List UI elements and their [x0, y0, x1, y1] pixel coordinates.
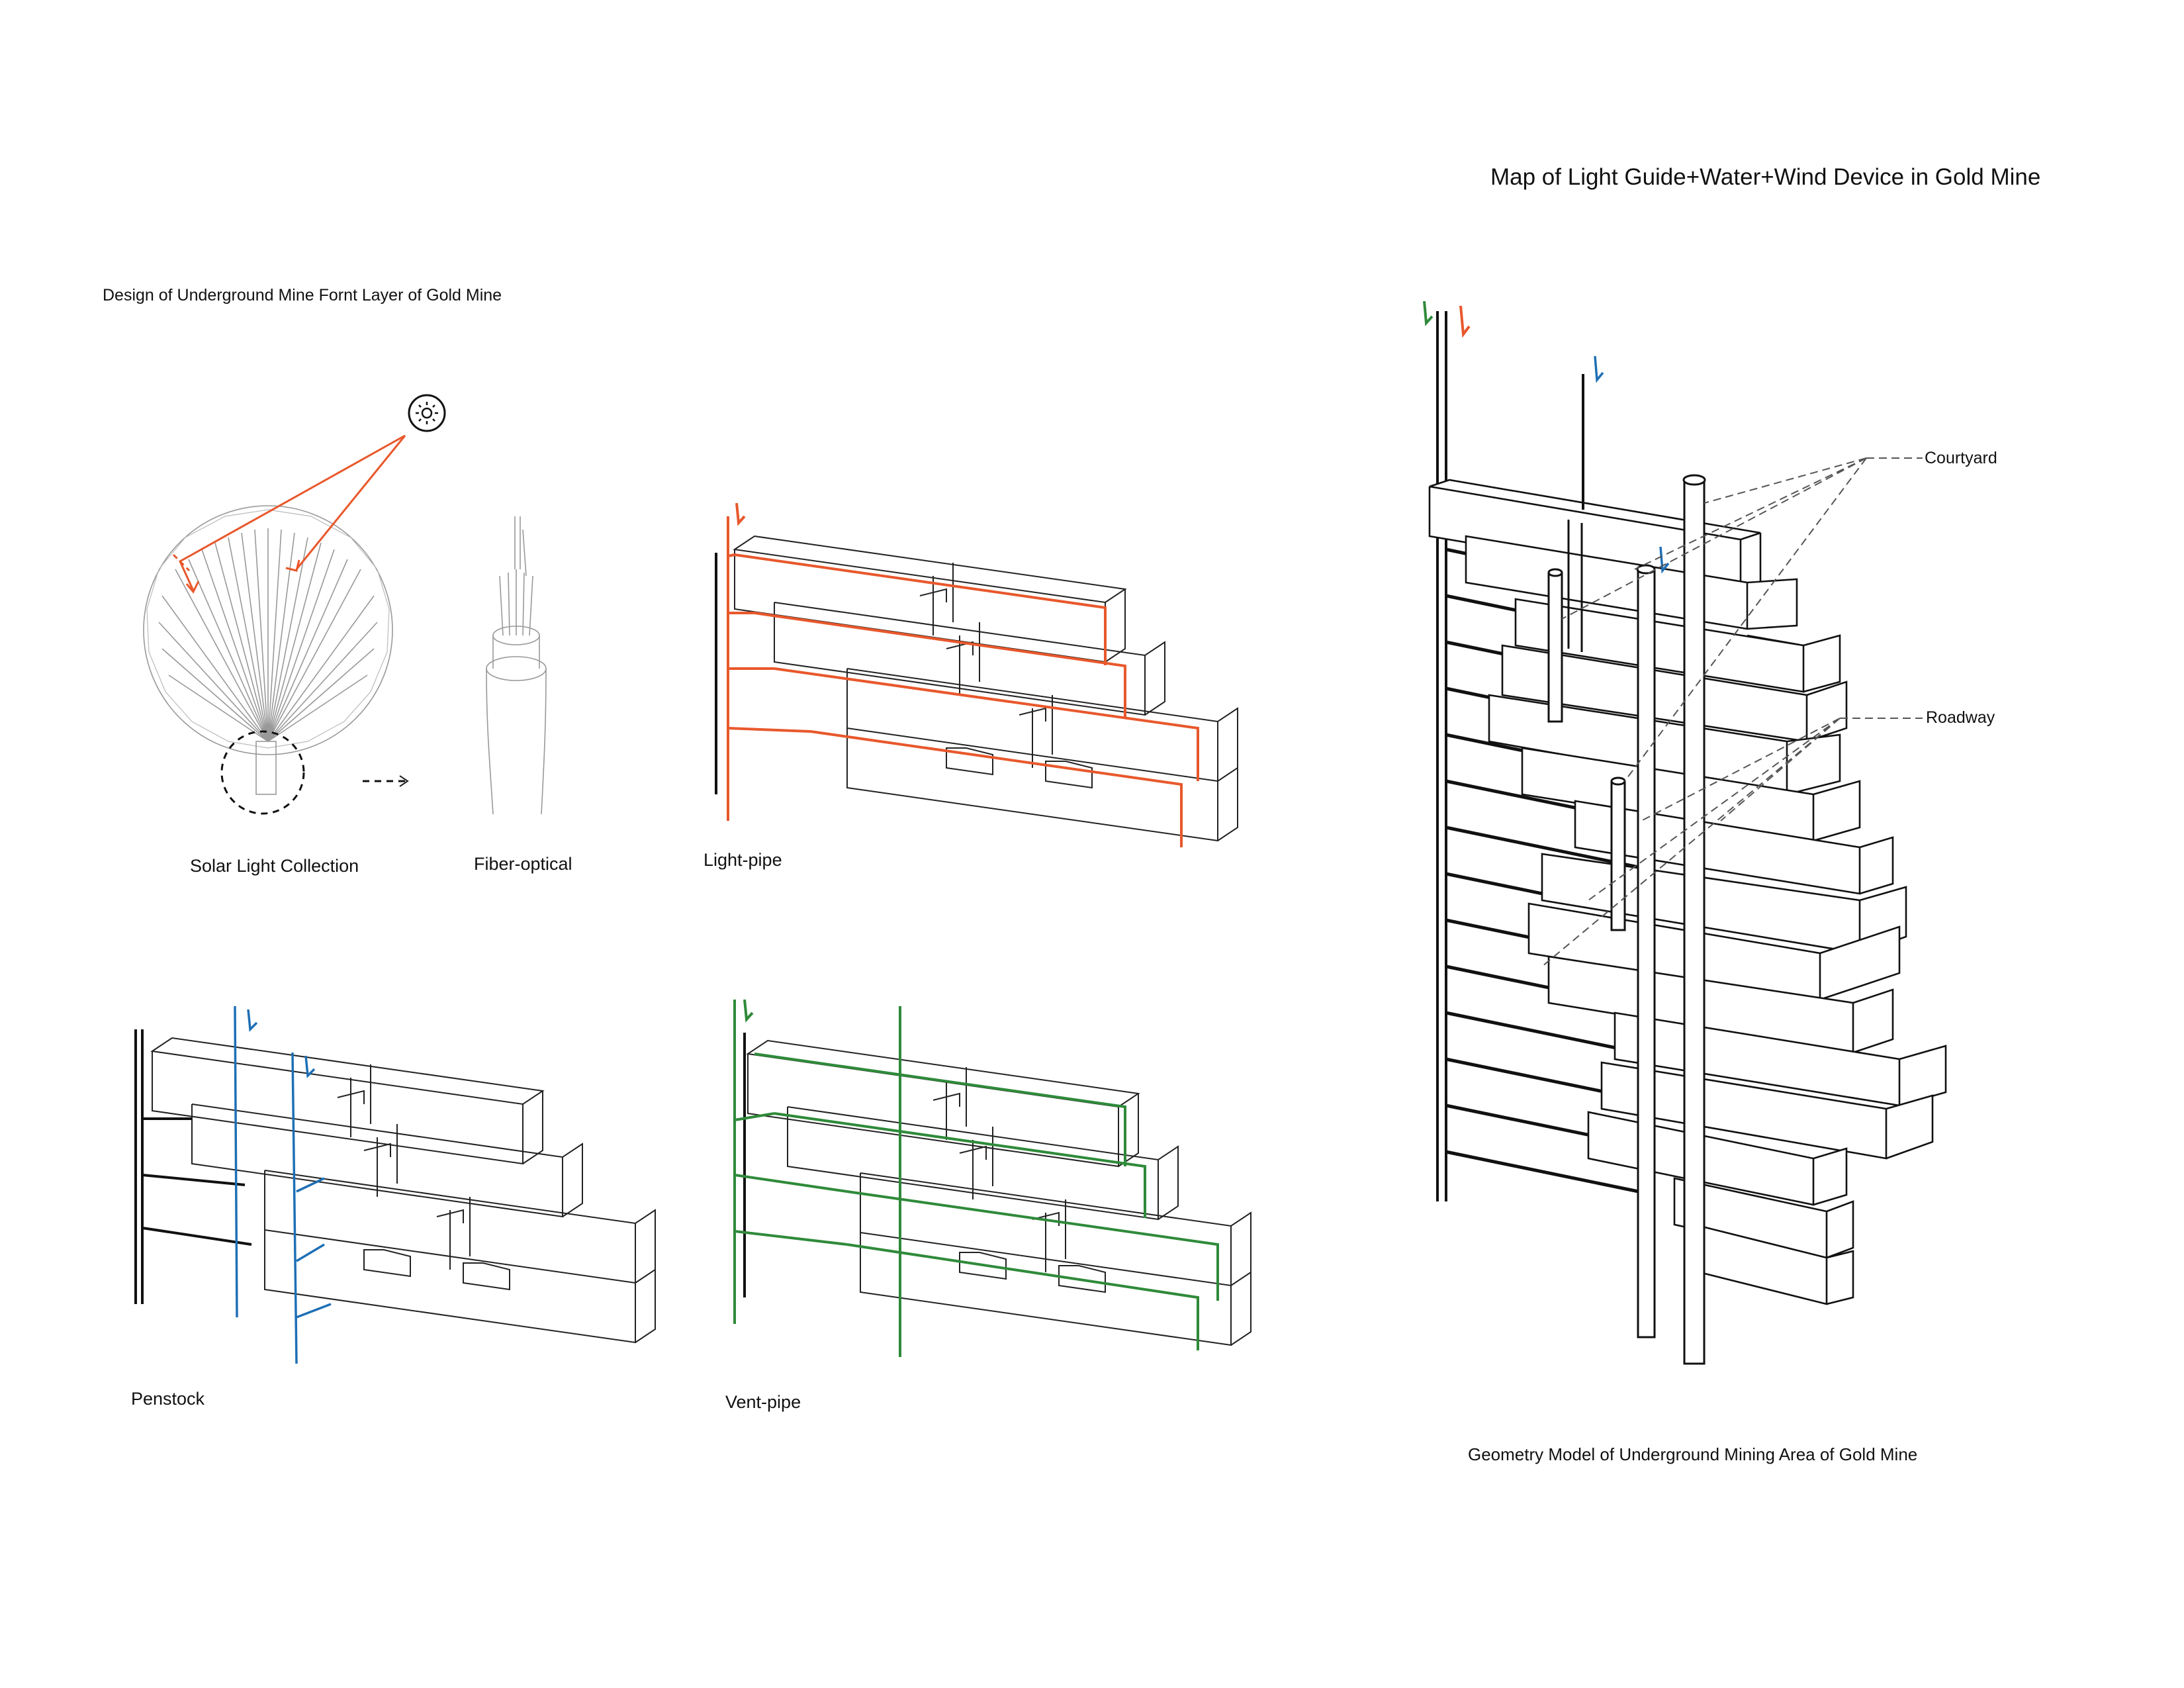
sun-icon [408, 394, 446, 432]
light-pipe-drawing [715, 502, 1238, 847]
geometry-model-drawing [1423, 301, 1947, 1365]
caption-light-pipe: Light-pipe [704, 850, 782, 870]
caption-penstock: Penstock [131, 1389, 205, 1409]
light-rays-fan [158, 528, 378, 742]
caption-fiber-optical: Fiber-optical [474, 854, 572, 874]
fiber-optic-drawing [486, 516, 547, 815]
geometry-model-caption: Geometry Model of Underground Mining Are… [1468, 1444, 1918, 1464]
caption-vent-pipe: Vent-pipe [725, 1392, 801, 1412]
penstock-drawing [134, 1006, 656, 1364]
main-title: Map of Light Guide+Water+Wind Device in … [1490, 164, 2041, 190]
vent-pipe-drawing [733, 999, 1251, 1357]
label-roadway: Roadway [1926, 708, 1995, 727]
caption-solar-light-collection: Solar Light Collection [190, 856, 359, 876]
label-courtyard: Courtyard [1925, 449, 1997, 467]
section-title: Design of Underground Mine Fornt Layer o… [103, 286, 502, 305]
solar-collector-drawing [143, 434, 409, 815]
